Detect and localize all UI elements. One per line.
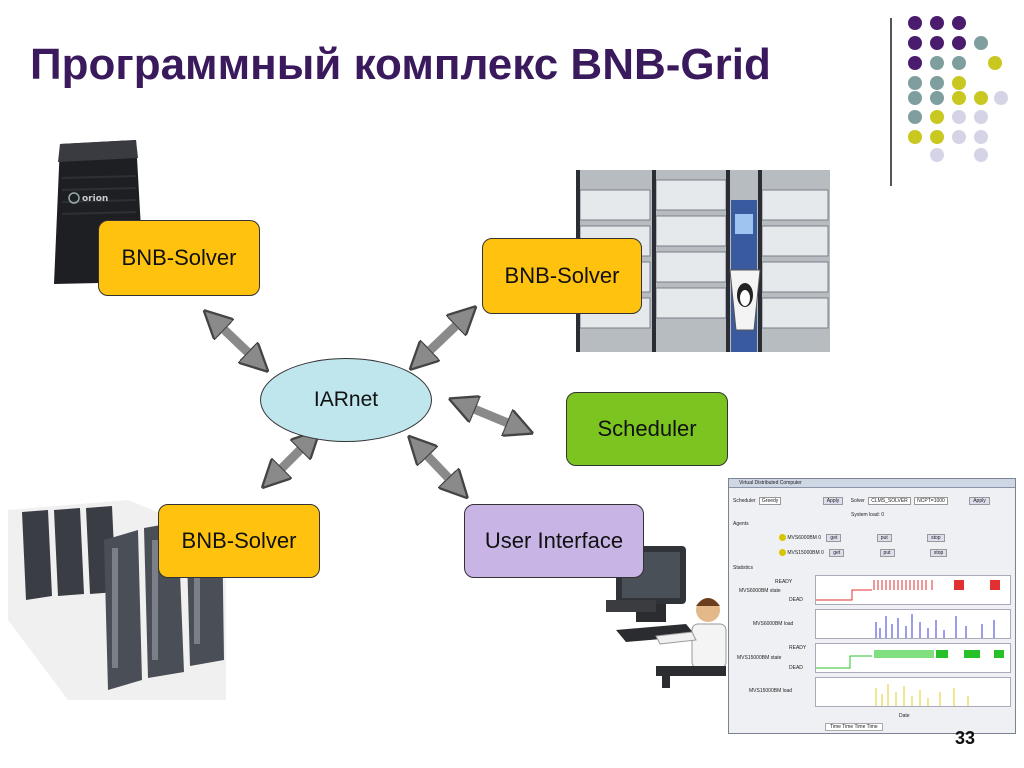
iarnet-node: IARnet [260, 358, 432, 442]
arrow-iarnet-ui [418, 446, 458, 488]
stat-date-label: Date [899, 713, 910, 719]
page-number: 33 [955, 728, 976, 748]
app-screenshot: Virtual Distributed Computer Scheduler G… [728, 478, 1016, 734]
stat-legend: Time Time Time Time [825, 723, 883, 731]
load-2-plot [875, 684, 969, 706]
agent-1-status-icon [779, 534, 786, 541]
screenshot-agent-2-stop: stop [929, 548, 948, 557]
screenshot-titlebar: Virtual Distributed Computer [729, 479, 1015, 488]
screenshot-solver-param: NCPT=1000 [914, 497, 948, 505]
stat-dead-1: DEAD [789, 597, 803, 603]
bnb-solver-bottom-left-label: BNB-Solver [181, 528, 297, 553]
stat-panel-state-2 [815, 643, 1011, 673]
screenshot-agent-2-name: MVS15000BM 0 [787, 549, 824, 556]
scheduler-node: Scheduler [566, 392, 728, 466]
state-1-plot [816, 580, 1000, 601]
screenshot-agent-1-stop: stop [927, 533, 945, 542]
user-interface-label: User Interface [484, 528, 624, 553]
server-logo-text: orion [82, 194, 108, 204]
screenshot-apply-2: Apply [969, 497, 990, 505]
screenshot-scheduler-label: Scheduler [733, 498, 756, 504]
screenshot-agent-2-put: put [879, 548, 895, 557]
stat-panel-state-1 [815, 575, 1011, 605]
screenshot-solver-value: CLMS_SOLVER [868, 497, 911, 505]
bnb-solver-top-right: BNB-Solver [482, 238, 642, 314]
agent-2-status-icon [779, 549, 786, 556]
slide-title: Программный комплекс BNB-Grid [30, 40, 771, 89]
bnb-solver-top-left-label: BNB-Solver [121, 245, 237, 270]
bnb-solver-top-right-label: BNB-Solver [504, 263, 620, 288]
stat-load-1-label: MVS6000BM load [753, 621, 794, 627]
iarnet-label: IARnet [313, 388, 379, 411]
load-1-plot [875, 614, 995, 638]
stat-ready-2: READY [789, 645, 807, 651]
bnb-solver-bottom-left: BNB-Solver [158, 504, 320, 578]
screenshot-apply-1: Apply [822, 497, 844, 505]
stat-ready-1: READY [775, 579, 793, 585]
arrow-iarnet-scheduler [462, 404, 520, 428]
screenshot-solver-label: Solver [850, 498, 865, 504]
stat-state-1-label: MVS6000BM state [739, 588, 781, 594]
screenshot-title: Virtual Distributed Computer [739, 480, 802, 486]
screenshot-agent-1-name: MVS6000BM 0 [787, 534, 822, 541]
screenshot-agent-2: MVS15000BM 0 get put stop [779, 548, 948, 557]
arrow-solver-bl-iarnet [272, 440, 310, 478]
stat-load-2-label: MVS15000BM load [749, 688, 793, 694]
stat-dead-2: DEAD [789, 665, 803, 671]
title-divider [890, 18, 892, 186]
screenshot-agent-2-get: get [829, 548, 845, 557]
screenshot-scheduler-value: Greedy [758, 497, 782, 505]
user-interface-node: User Interface [464, 504, 644, 578]
screenshot-system-load: System load: 0 [851, 512, 885, 518]
screenshot-agent-1-put: put [876, 533, 892, 542]
arrow-iarnet-solver-tr [420, 316, 466, 360]
stat-state-2-label: MVS15000BM state [737, 655, 782, 661]
screenshot-scheduler-row: Scheduler Greedy Apply Solver CLMS_SOLVE… [733, 497, 990, 505]
stat-panel-load-2 [815, 677, 1011, 707]
screenshot-agent-1-get: get [826, 533, 842, 542]
screenshot-statistics-label: Statistics [733, 565, 754, 571]
bnb-solver-top-left: BNB-Solver [98, 220, 260, 296]
arrow-solver-tl-iarnet [214, 320, 258, 362]
screenshot-agent-1: MVS6000BM 0 get put stop [779, 533, 945, 542]
screenshot-agents-label: Agents [733, 521, 749, 527]
scheduler-label: Scheduler [597, 416, 697, 441]
state-2-plot [816, 650, 1004, 669]
decorative-dots [908, 16, 1008, 162]
stat-panel-load-1 [815, 609, 1011, 639]
